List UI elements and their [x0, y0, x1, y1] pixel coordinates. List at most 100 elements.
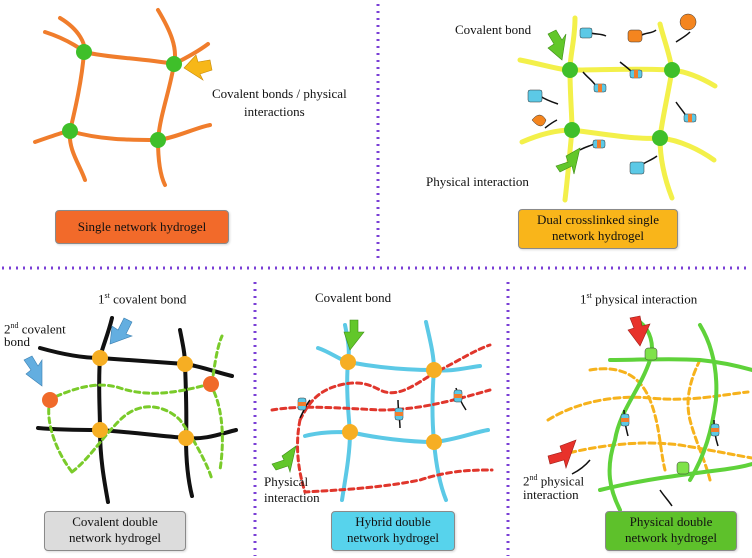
strand-green-dashed — [70, 405, 214, 482]
strand-red-dashed — [298, 343, 492, 422]
strand-black — [97, 316, 114, 504]
arrow-red-icon — [627, 315, 651, 347]
ordinal-suffix: nd — [10, 321, 19, 330]
strand-green-dashed — [46, 382, 212, 402]
physical-crosslink — [676, 461, 690, 475]
arrow-green-icon — [343, 319, 365, 351]
label-rest: physical — [537, 473, 585, 489]
free-group-orange — [531, 114, 547, 127]
strand-left — [58, 16, 87, 182]
annotation-line1: Covalent bonds / physical — [212, 86, 347, 101]
ordinal: 1 — [98, 291, 105, 307]
strand-cyan — [303, 428, 490, 445]
covalent-node — [664, 62, 680, 78]
covalent-node — [562, 62, 578, 78]
annotation-interactions: interactions — [244, 104, 305, 120]
strand-green-dashed — [47, 398, 74, 474]
label-covalent-bond: Covalent bond — [315, 290, 392, 305]
strand-right — [155, 8, 177, 187]
strand-gold-dashed — [588, 367, 667, 472]
second-covalent-node — [203, 376, 219, 392]
caption-physical-double: Physical double network hydrogel — [605, 511, 737, 551]
covalent-node — [340, 354, 356, 370]
covalent-node — [150, 132, 166, 148]
panel-dividers — [2, 4, 750, 556]
free-group-orange — [679, 13, 697, 31]
ordinal-suffix: nd — [529, 473, 538, 482]
strand-green-dashed — [208, 334, 224, 472]
single-network-drawing — [33, 8, 212, 187]
label-interaction: interaction — [523, 487, 579, 502]
caption-line2: network hydrogel — [68, 530, 162, 545]
strand-green — [688, 323, 719, 482]
strand-bottom — [519, 127, 717, 163]
label-physical: Physical — [264, 474, 309, 489]
strand-gold-dashed — [686, 358, 712, 482]
strand-black — [178, 328, 194, 498]
covalent-node — [426, 362, 442, 378]
covalent-double-drawing — [36, 316, 238, 504]
dual-network-nodes — [562, 62, 680, 146]
covalent-node — [652, 130, 668, 146]
annotation-line2: interactions — [244, 104, 305, 119]
physical-link — [619, 61, 643, 79]
caption-line1: Physical double — [629, 514, 713, 529]
strand-black — [36, 426, 238, 441]
ordinal: 2 — [523, 473, 530, 489]
caption-text: Single network hydrogel — [77, 219, 207, 234]
covalent-node — [178, 430, 194, 446]
ordinal: 2 — [4, 321, 11, 337]
covalent-node — [92, 422, 108, 438]
dual-free-groups — [527, 13, 697, 175]
physical-link — [297, 397, 311, 419]
arrow-red-icon — [547, 439, 577, 470]
physical-link — [453, 387, 467, 411]
physical-link — [620, 409, 630, 437]
caption-dual-crosslinked: Dual crosslinked single network hydrogel — [518, 209, 678, 249]
label-second-physical: 2nd physical — [523, 470, 584, 489]
covalent-double-nodes — [42, 350, 219, 446]
strand-bottom — [33, 123, 212, 144]
arrow-green-icon — [271, 445, 297, 474]
covalent-node — [92, 350, 108, 366]
covalent-node — [426, 434, 442, 450]
covalent-node — [342, 424, 358, 440]
label-rest: covalent — [18, 321, 66, 337]
strand-cyan — [340, 323, 353, 502]
arrow-blue-icon — [23, 355, 43, 387]
strand-cyan — [316, 346, 482, 373]
free-group-cyan — [629, 161, 645, 175]
hybrid-physical-links — [297, 387, 467, 429]
covalent-node — [76, 44, 92, 60]
covalent-node — [166, 56, 182, 72]
physical-link — [579, 139, 606, 151]
caption-line1: Dual crosslinked single — [536, 212, 660, 227]
hybrid-double-nodes — [340, 354, 442, 450]
physical-crosslink — [644, 347, 658, 361]
ordinal: 1 — [580, 291, 587, 307]
arrow-blue-icon — [109, 317, 133, 345]
free-group-orange — [627, 29, 643, 43]
physical-double-drawing — [546, 320, 752, 512]
arrow-green-icon — [547, 29, 567, 61]
caption-line2: network hydrogel — [346, 530, 440, 545]
caption-line1: Hybrid double — [355, 514, 431, 529]
strand-green — [608, 357, 752, 372]
label-covalent-bond: Covalent bond — [455, 22, 532, 37]
label-interaction: interaction — [264, 490, 320, 505]
arrow-yellow-icon — [183, 54, 213, 81]
covalent-node — [564, 122, 580, 138]
single-network-nodes — [62, 44, 182, 148]
physical-double-crosslinks — [571, 347, 720, 507]
covalent-node — [62, 123, 78, 139]
label-first-covalent-bond: 1st covalent bond — [98, 288, 186, 307]
strand-red-dashed — [296, 418, 494, 494]
label-first-physical-interaction: 1st physical interaction — [580, 288, 697, 307]
label-second-covalent-bond: 2nd covalent — [4, 318, 66, 337]
ordinal-suffix: st — [104, 291, 110, 300]
caption-line2: network hydrogel — [551, 228, 645, 243]
strand-green — [598, 462, 752, 492]
strand-black — [38, 346, 234, 378]
annotation-covalent-physical: Covalent bonds / physical — [212, 86, 347, 102]
